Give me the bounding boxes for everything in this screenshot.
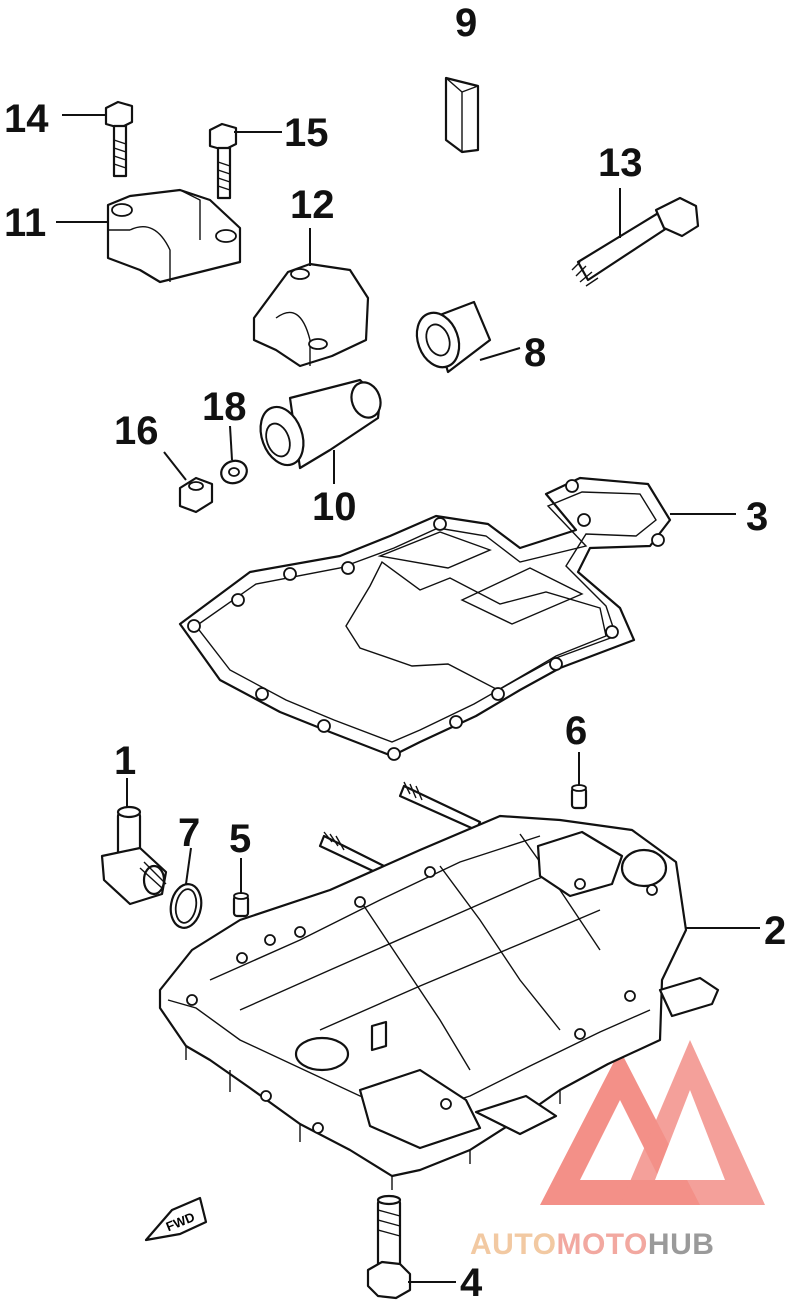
callout-18: 18 [202, 385, 247, 429]
leader-lines [56, 114, 760, 1283]
part-6-dowel-pin [570, 784, 588, 810]
callout-13: 13 [598, 141, 643, 185]
watermark-auto: AUTO [470, 1228, 556, 1261]
part-7-o-ring [169, 883, 203, 929]
part-18-washer [220, 459, 248, 485]
callout-15: 15 [284, 111, 329, 155]
part-15-bolt [208, 122, 238, 200]
part-16-nut [178, 476, 214, 514]
callout-4: 4 [460, 1261, 483, 1304]
callout-8: 8 [524, 331, 546, 375]
callout-9: 9 [455, 1, 477, 45]
callout-6: 6 [565, 709, 587, 753]
part-1-fitting [100, 805, 168, 906]
callout-16: 16 [114, 409, 159, 453]
part-8-bearing [415, 300, 492, 374]
part-2-housing [158, 781, 720, 1190]
part-4-bolt [366, 1194, 412, 1300]
part-3-gasket [178, 476, 672, 761]
watermark-text: AUTOMOTOHUB [470, 1228, 714, 1261]
watermark-hub: HUB [648, 1228, 715, 1261]
callout-numbers: 9 14 15 13 11 12 8 18 16 10 3 6 1 7 5 2 … [4, 1, 786, 1304]
callout-5: 5 [229, 817, 251, 861]
part-13-long-bolt [571, 196, 700, 287]
callout-2: 2 [764, 909, 786, 953]
housing-bolt-holes [186, 866, 658, 1134]
part-5-dowel-pin [232, 892, 250, 918]
gasket-bolt-holes [187, 479, 665, 761]
part-12-bushing-housing [252, 262, 370, 368]
part-14-bolt [104, 100, 134, 178]
svg-text:AUTOMOTOHUB: AUTOMOTOHUB [470, 1228, 714, 1261]
part-11-clamp [106, 188, 242, 284]
callout-11: 11 [4, 201, 46, 245]
watermark-moto: MOTO [556, 1228, 647, 1261]
callout-1: 1 [114, 739, 136, 783]
part-9-key [444, 76, 480, 154]
fwd-arrow: FWD [144, 1196, 208, 1242]
callout-10: 10 [312, 485, 357, 529]
callout-3: 3 [746, 495, 768, 539]
watermark-logo [540, 1040, 765, 1205]
part-10-bushing [259, 378, 382, 470]
callout-7: 7 [178, 811, 200, 855]
callout-12: 12 [290, 183, 335, 227]
callout-14: 14 [4, 97, 49, 141]
